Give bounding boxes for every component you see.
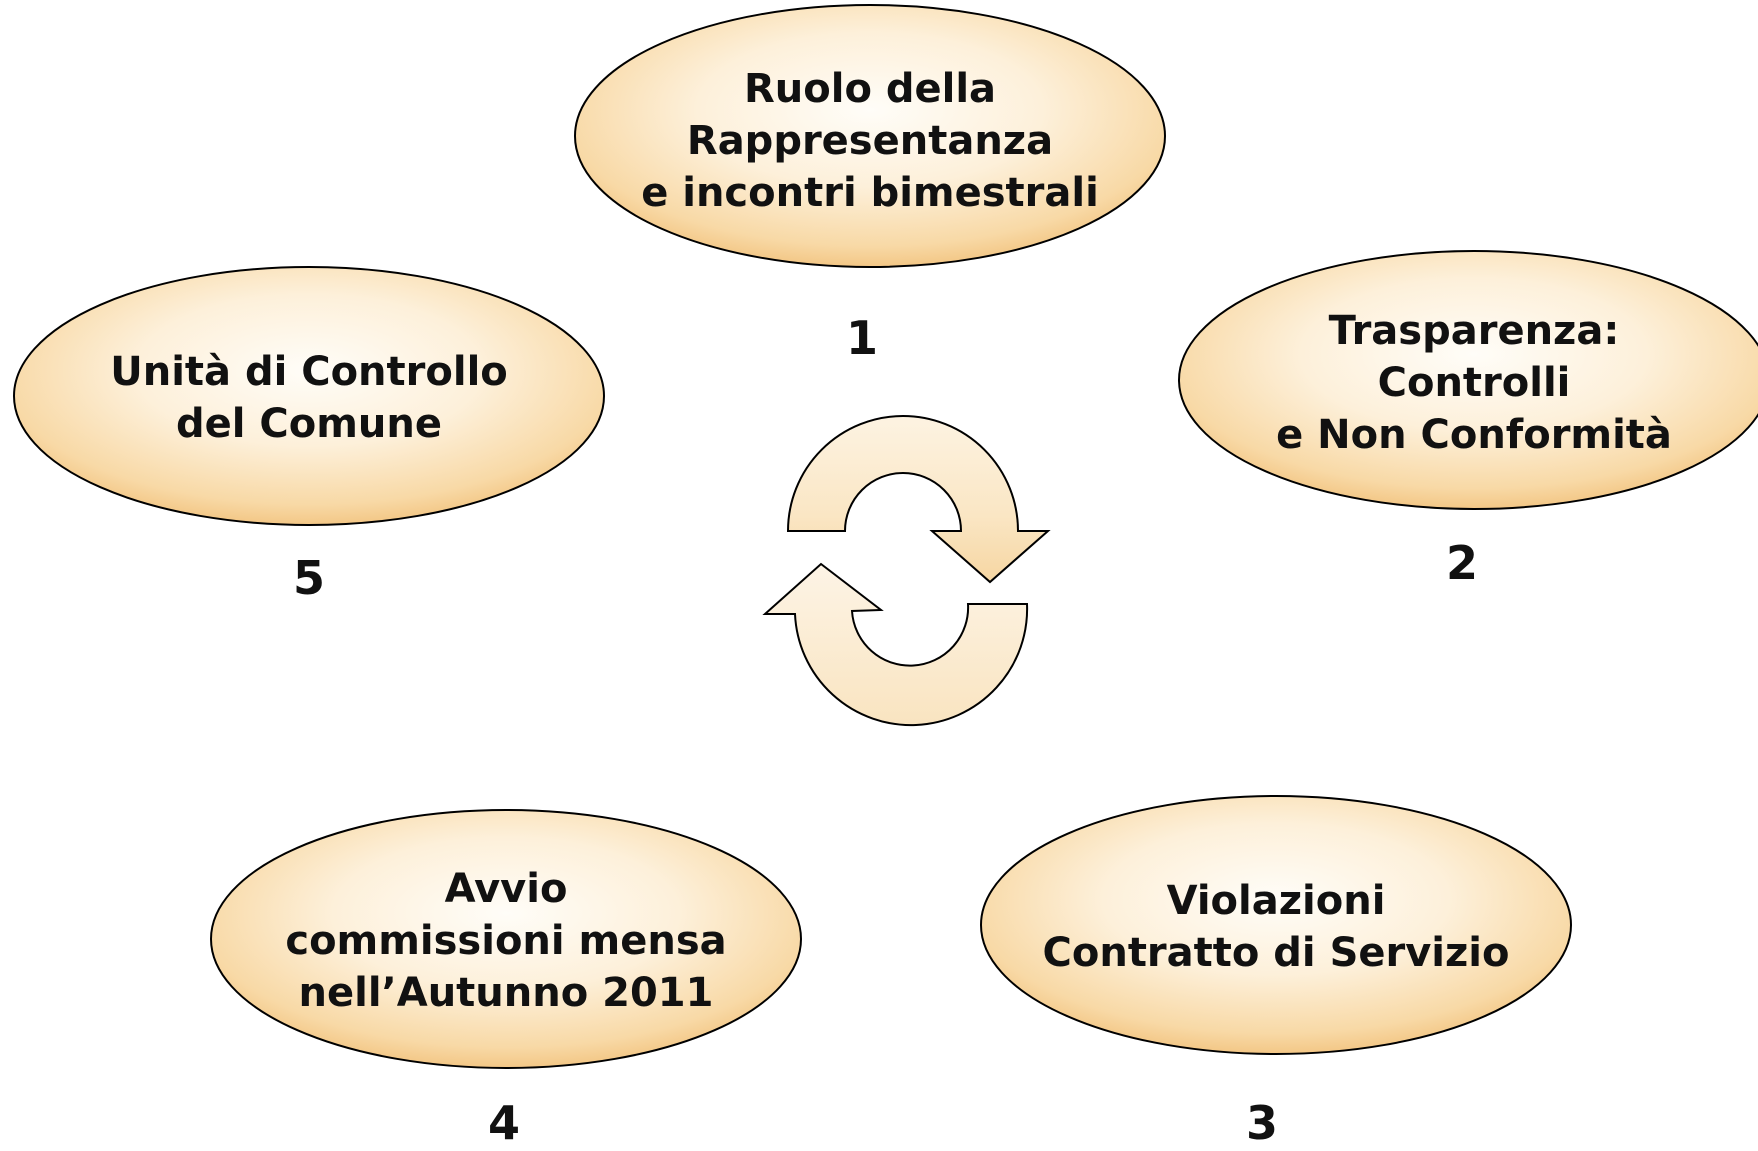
- step-1-line-3: e incontri bimestrali: [641, 170, 1099, 216]
- step-5-label: Unità di Controllo del Comune: [14, 346, 604, 450]
- top-cycle-arrow: [786, 415, 1051, 584]
- step-2-line-3: e Non Conformità: [1276, 412, 1672, 458]
- step-3-number: 3: [1245, 1096, 1278, 1150]
- step-1-line-1: Ruolo della: [743, 66, 997, 112]
- step-5-number: 5: [292, 551, 325, 605]
- step-2-number: 2: [1445, 536, 1478, 590]
- step-4-line-1: Avvio: [444, 866, 568, 912]
- step-2-line-2: Controlli: [1377, 360, 1571, 406]
- step-4-line-3: nell’Autunno 2011: [298, 970, 714, 1016]
- bottom-cycle-arrow: [762, 562, 1029, 727]
- step-2-line-1: Trasparenza:: [1328, 308, 1620, 354]
- step-5-line-2: del Comune: [176, 401, 442, 447]
- cycle-arrows-icon: [762, 415, 1051, 727]
- step-4-line-2: commissioni mensa: [285, 918, 727, 964]
- step-1-ellipse: [574, 4, 1166, 268]
- step-3-line-1: Violazioni: [1166, 878, 1386, 924]
- step-3-line-2: Contratto di Servizio: [1042, 930, 1510, 976]
- step-3-ellipse: [980, 795, 1572, 1055]
- step-1-line-2: Rappresentanza: [686, 118, 1054, 164]
- step-5-ellipse: [13, 266, 605, 526]
- step-3-label: Violazioni Contratto di Servizio: [981, 875, 1571, 979]
- step-4-ellipse: [210, 809, 802, 1069]
- step-2-ellipse: [1178, 250, 1758, 510]
- step-2-label: Trasparenza: Controlli e Non Conformità: [1179, 308, 1758, 458]
- step-4-label: Avvio commissioni mensa nell’Autunno 201…: [211, 866, 801, 1016]
- step-1-label: Ruolo della Rappresentanza e incontri bi…: [575, 66, 1165, 216]
- step-5-line-1: Unità di Controllo: [110, 349, 508, 395]
- step-1-number: 1: [845, 311, 878, 365]
- step-4-number: 4: [487, 1096, 520, 1150]
